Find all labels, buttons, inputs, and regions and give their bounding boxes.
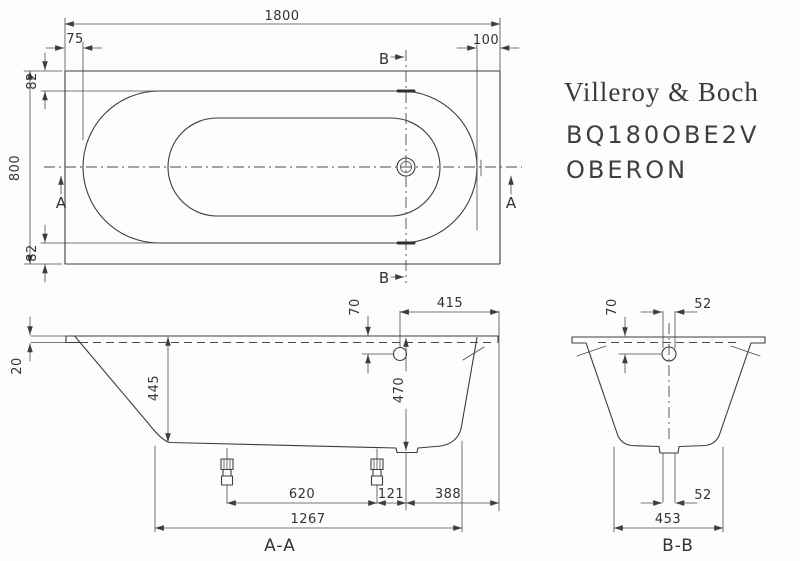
dim-label-620: 620	[289, 487, 315, 502]
dim-label-1800: 1800	[264, 9, 299, 24]
dim-label-70-bb: 70	[605, 298, 620, 316]
wall-break-tick	[462, 346, 485, 361]
dim-label-445: 445	[147, 375, 162, 401]
extension-lines-aa	[154, 310, 500, 533]
dim-rim-inset-top: 82	[25, 52, 48, 110]
tub-profile-aa	[65, 335, 499, 454]
dim-overflow-to-end: 415	[399, 296, 500, 315]
dim-depth-at-drain: 470	[392, 337, 409, 451]
dim-overall-width: 800	[8, 70, 63, 265]
dim-overflow-drop-aa: 70	[348, 298, 394, 374]
dim-overflow-pipe: 52	[640, 297, 712, 315]
dim-label-70-aa: 70	[348, 298, 363, 316]
dim-label-75: 75	[66, 32, 84, 47]
dim-waste-pipe: 52	[640, 488, 712, 506]
basin-bottom-edge	[167, 117, 441, 217]
section-aa-view: 20 445 70 415 470 620	[10, 296, 500, 556]
dim-label-1267: 1267	[290, 512, 325, 527]
dim-head-end-offset: 100	[456, 33, 520, 51]
dim-label-82-bottom: 82	[25, 244, 40, 262]
section-bb-title: B-B	[662, 536, 694, 556]
dim-overall-length: 1800	[64, 9, 501, 71]
section-mark-b-bottom: B	[379, 269, 405, 287]
dim-foot-end-offset: 75	[45, 32, 103, 51]
tub-profile-bb	[571, 336, 766, 454]
brand-wordmark: Villeroy & Boch	[564, 77, 759, 107]
section-b-label-top: B	[379, 50, 389, 68]
waste-pipe	[662, 453, 676, 503]
dim-overflow-drop-bb: 70	[605, 298, 662, 374]
section-mark-b-top: B	[379, 50, 405, 68]
rim-outer-edge	[64, 70, 501, 265]
dim-label-121: 121	[378, 487, 404, 502]
model-name: OBERON	[566, 156, 688, 184]
section-a-label-right: A	[506, 194, 517, 212]
adjustable-foot-left	[220, 448, 234, 504]
dim-depth-rear: 445	[147, 336, 171, 443]
dim-label-20: 20	[10, 357, 25, 375]
dim-foot-to-drain: 121	[376, 487, 407, 506]
dim-label-82-top: 82	[25, 72, 40, 90]
dim-label-800: 800	[8, 155, 23, 181]
dim-label-470: 470	[392, 377, 407, 403]
brand-block: Villeroy & Boch BQ180OBE2V OBERON	[564, 77, 759, 184]
dim-feet-spacing: 620	[226, 487, 378, 506]
overflow-hole	[392, 346, 408, 362]
dim-label-388: 388	[435, 487, 461, 502]
extension-lines	[40, 41, 478, 244]
top-view: 1800 75 100 800 82 82	[8, 9, 522, 287]
dim-rim-thickness: 20	[10, 316, 67, 375]
section-mark-a-right: A	[506, 175, 517, 212]
dim-label-415: 415	[437, 296, 463, 311]
dim-label-52-bottom: 52	[694, 488, 712, 503]
article-number: BQ180OBE2V	[566, 121, 759, 149]
adjustable-foot-right	[370, 448, 384, 504]
wall-break-ticks-bb	[576, 345, 761, 357]
dim-base-width: 453	[613, 446, 724, 533]
section-aa-title: A-A	[264, 536, 296, 556]
section-b-label-bottom: B	[379, 269, 389, 287]
dim-label-453: 453	[655, 512, 681, 527]
overflow-pipe	[662, 311, 676, 349]
section-bb-view: 52 70 52 453 B-B	[571, 297, 766, 556]
dim-base-length: 1267	[154, 512, 463, 531]
dim-label-52-top: 52	[694, 297, 712, 312]
dim-drain-to-end: 388	[405, 487, 500, 506]
dim-label-100: 100	[473, 33, 499, 48]
section-mark-a-left: A	[56, 175, 67, 212]
section-a-label-left: A	[56, 194, 67, 212]
dim-rim-inset-bottom: 82	[25, 224, 48, 283]
